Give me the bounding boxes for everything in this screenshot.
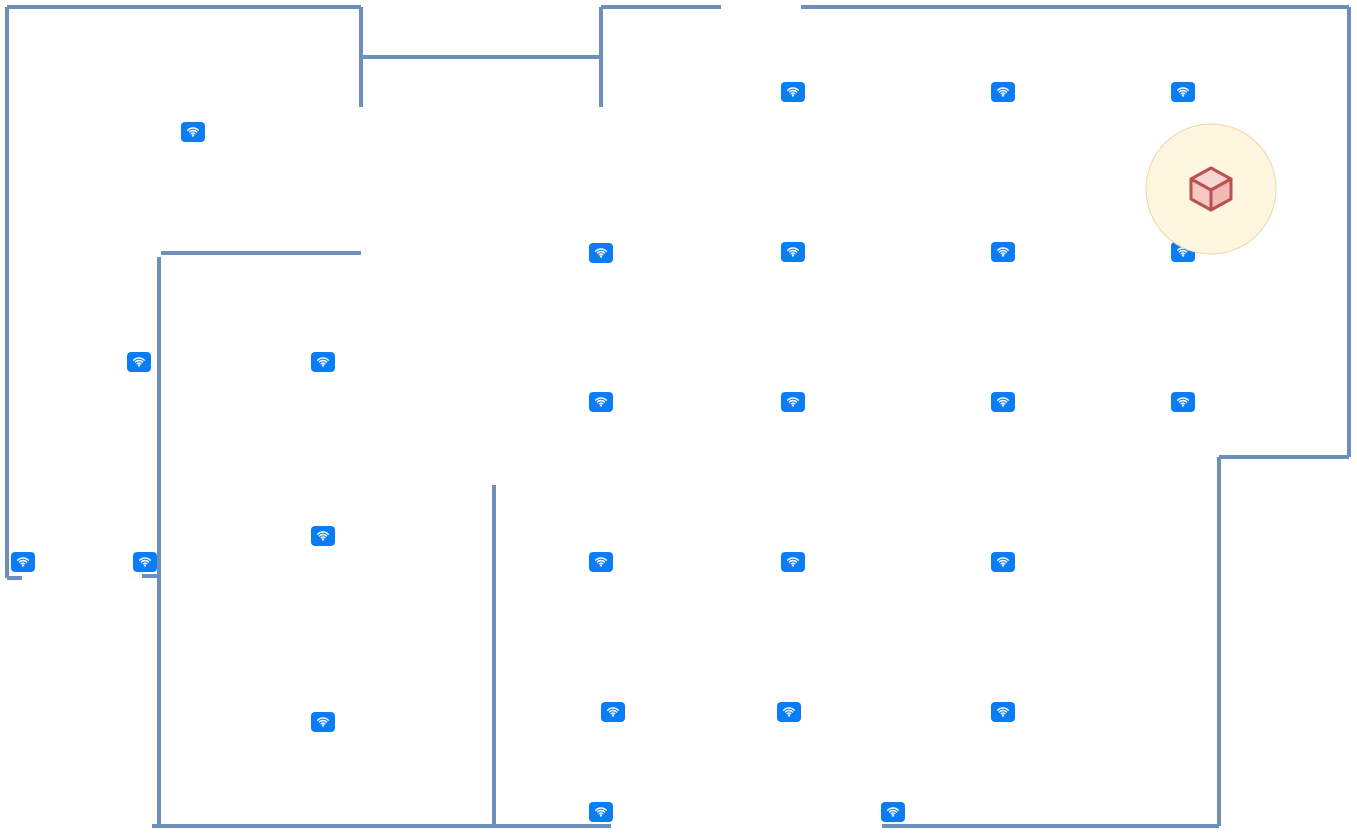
access-point-badge xyxy=(601,702,625,722)
access-point-badge xyxy=(589,802,613,822)
wifi-icon xyxy=(997,707,1009,717)
access-point-marker[interactable] xyxy=(133,552,157,572)
wifi-icon xyxy=(1177,87,1189,97)
wifi-icon xyxy=(607,707,619,717)
wifi-icon xyxy=(787,397,799,407)
access-point-marker[interactable] xyxy=(991,552,1015,572)
access-point-marker[interactable] xyxy=(781,552,805,572)
access-point-badge xyxy=(181,122,205,142)
access-point-badge xyxy=(991,702,1015,722)
access-point-badge xyxy=(777,702,801,722)
wifi-icon xyxy=(595,557,607,567)
wifi-icon xyxy=(595,807,607,817)
wifi-icon xyxy=(997,397,1009,407)
access-point-marker[interactable] xyxy=(781,82,805,102)
access-point-badge xyxy=(127,352,151,372)
access-point-marker[interactable] xyxy=(311,526,335,546)
access-point-badge xyxy=(1171,82,1195,102)
wifi-icon xyxy=(133,357,145,367)
access-point-marker[interactable] xyxy=(311,712,335,732)
wifi-icon xyxy=(997,247,1009,257)
access-point-marker[interactable] xyxy=(589,243,613,263)
wifi-icon xyxy=(595,248,607,258)
wifi-icon xyxy=(317,357,329,367)
access-point-badge xyxy=(1171,392,1195,412)
asset-layer xyxy=(1145,123,1277,255)
access-point-marker[interactable] xyxy=(311,352,335,372)
access-point-marker[interactable] xyxy=(11,552,35,572)
access-points xyxy=(11,82,1195,822)
wifi-icon xyxy=(787,87,799,97)
access-point-marker[interactable] xyxy=(991,242,1015,262)
asset-marker[interactable] xyxy=(1145,123,1277,255)
wifi-icon xyxy=(787,557,799,567)
access-point-marker[interactable] xyxy=(601,702,625,722)
wifi-icon xyxy=(139,557,151,567)
access-point-marker[interactable] xyxy=(781,242,805,262)
access-point-badge xyxy=(311,352,335,372)
access-point-marker[interactable] xyxy=(881,802,905,822)
wifi-icon xyxy=(997,87,1009,97)
access-point-badge xyxy=(781,82,805,102)
wifi-icon xyxy=(887,807,899,817)
access-point-badge xyxy=(991,552,1015,572)
wifi-icon xyxy=(1177,397,1189,407)
wifi-icon xyxy=(17,557,29,567)
access-point-marker[interactable] xyxy=(589,392,613,412)
access-point-marker[interactable] xyxy=(991,82,1015,102)
access-point-badge xyxy=(781,552,805,572)
access-point-badge xyxy=(311,712,335,732)
access-point-marker[interactable] xyxy=(181,122,205,142)
walls xyxy=(5,5,1351,828)
access-point-badge xyxy=(589,243,613,263)
access-point-badge xyxy=(781,242,805,262)
access-point-marker[interactable] xyxy=(777,702,801,722)
access-point-badge xyxy=(991,242,1015,262)
access-point-badge xyxy=(11,552,35,572)
wifi-icon xyxy=(187,127,199,137)
access-point-badge xyxy=(991,82,1015,102)
wifi-icon xyxy=(317,531,329,541)
wifi-icon xyxy=(595,397,607,407)
access-point-marker[interactable] xyxy=(589,802,613,822)
access-point-marker[interactable] xyxy=(781,392,805,412)
access-point-badge xyxy=(589,392,613,412)
access-point-badge xyxy=(881,802,905,822)
access-point-marker[interactable] xyxy=(589,552,613,572)
wifi-icon xyxy=(997,557,1009,567)
wifi-icon xyxy=(783,707,795,717)
access-point-marker[interactable] xyxy=(1171,82,1195,102)
access-point-marker[interactable] xyxy=(1171,392,1195,412)
cube-icon xyxy=(1189,166,1233,212)
access-point-marker[interactable] xyxy=(991,702,1015,722)
wifi-icon xyxy=(787,247,799,257)
access-point-marker[interactable] xyxy=(991,392,1015,412)
wifi-icon xyxy=(317,717,329,727)
access-point-badge xyxy=(133,552,157,572)
access-point-badge xyxy=(311,526,335,546)
access-point-marker[interactable] xyxy=(127,352,151,372)
access-point-badge xyxy=(589,552,613,572)
access-point-badge xyxy=(781,392,805,412)
access-point-badge xyxy=(991,392,1015,412)
